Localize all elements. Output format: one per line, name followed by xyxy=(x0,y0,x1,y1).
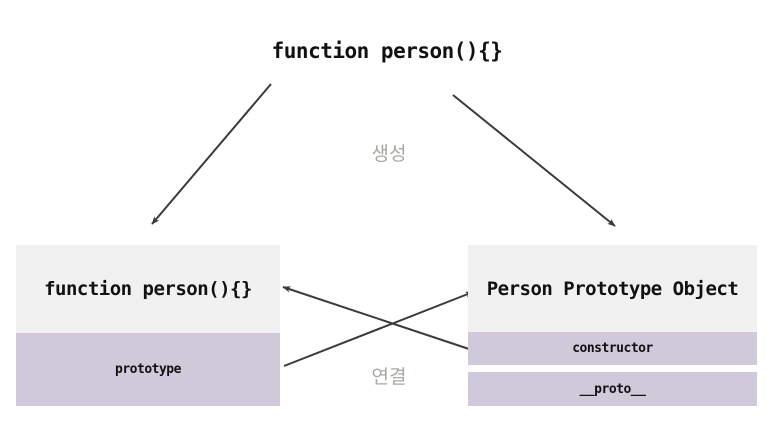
node-function-person-header-label: function person(){} xyxy=(44,278,252,300)
row-divider xyxy=(468,365,757,372)
node-person-prototype-object-header: Person Prototype Object xyxy=(468,245,757,332)
node-function-person: function person(){} prototype xyxy=(16,245,280,406)
node-person-prototype-object: Person Prototype Object constructor __pr… xyxy=(468,245,757,406)
arrow-link-constructor-to-function xyxy=(282,286,470,350)
node-person-prototype-object-header-label: Person Prototype Object xyxy=(486,277,739,300)
edge-label-link: 연결 xyxy=(371,366,407,388)
arrow-create-left xyxy=(151,83,272,225)
edge-label-create: 생성 xyxy=(371,143,407,165)
node-function-person-row-prototype: prototype xyxy=(16,333,280,406)
property-prototype-label: prototype xyxy=(115,362,181,377)
property-proto-label: __proto__ xyxy=(579,381,646,397)
node-person-prototype-object-row-constructor: constructor xyxy=(468,332,757,365)
property-constructor-label: constructor xyxy=(572,341,653,356)
arrow-create-right xyxy=(452,94,616,227)
top-node-label: function person(){} xyxy=(271,39,503,63)
node-person-prototype-object-row-proto: __proto__ xyxy=(468,372,757,406)
node-function-person-header: function person(){} xyxy=(16,245,280,333)
arrow-link-prototype-to-object xyxy=(283,291,474,367)
